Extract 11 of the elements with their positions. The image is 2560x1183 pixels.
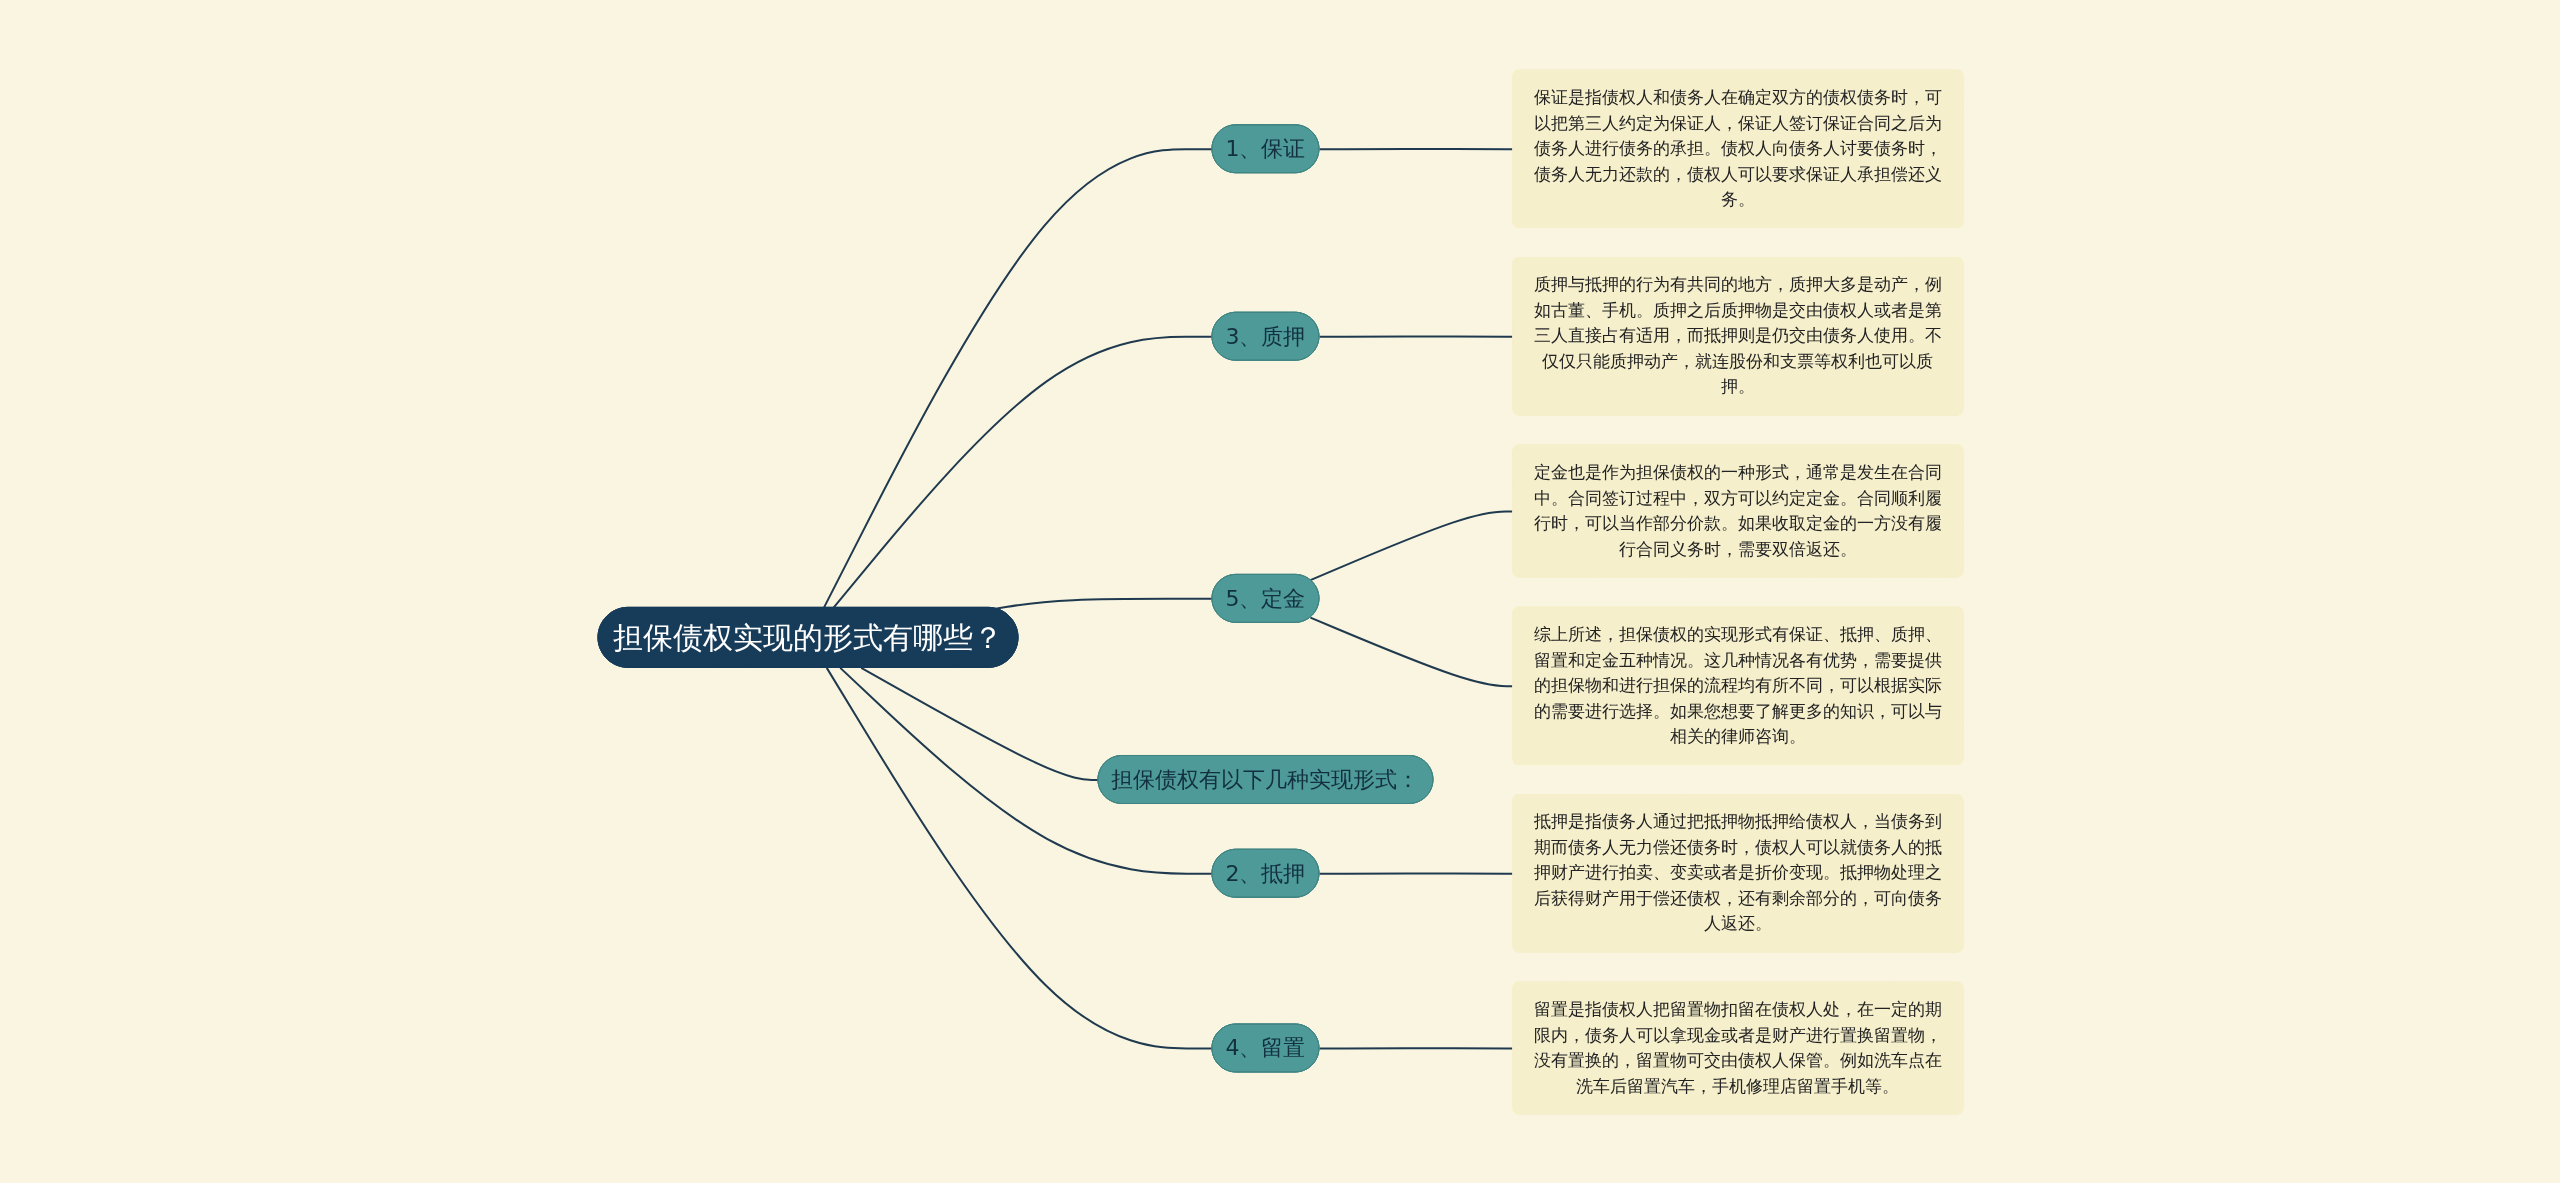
connector	[825, 666, 1213, 1049]
connector	[838, 666, 1213, 875]
connector	[1317, 1046, 1514, 1049]
connector	[1317, 871, 1514, 875]
connector	[831, 335, 1213, 609]
connector	[1308, 616, 1514, 687]
connector	[1317, 334, 1514, 338]
connector	[993, 597, 1213, 610]
connector	[1317, 147, 1514, 150]
connector	[822, 147, 1213, 609]
connector	[859, 666, 1099, 781]
